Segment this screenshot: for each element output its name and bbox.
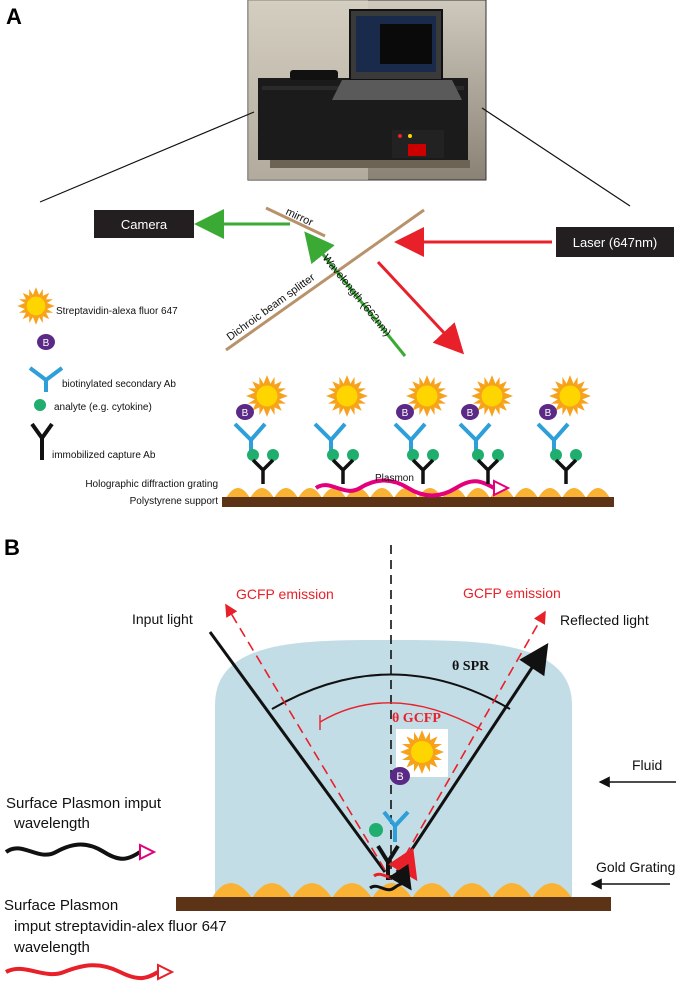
legend-analyte: analyte (e.g. cytokine) bbox=[34, 399, 152, 413]
fluid-label: Fluid bbox=[632, 757, 662, 773]
laser-box bbox=[556, 227, 674, 257]
sandwich-unit bbox=[313, 374, 369, 484]
fluid-dome bbox=[215, 640, 572, 898]
biotin-letter: B bbox=[396, 771, 403, 783]
legend-streptavidin: Streptavidin-alexa fluor 647 bbox=[16, 286, 178, 326]
capture-ab-icon bbox=[30, 422, 54, 460]
theta-gcfp-label: θ GCFP bbox=[392, 711, 441, 726]
perspective-line-left bbox=[39, 111, 255, 203]
analyte-icon bbox=[369, 823, 383, 837]
input-light-ray bbox=[208, 631, 387, 873]
sun-icon bbox=[16, 286, 56, 326]
analyte-icon bbox=[34, 399, 46, 411]
panel-b-letter: B bbox=[4, 535, 20, 560]
gold-grating-label: Gold Grating bbox=[596, 859, 675, 875]
input-light-label: Input light bbox=[132, 611, 193, 627]
antibody-icon bbox=[28, 366, 64, 392]
grating-label: Holographic diffraction grating bbox=[85, 479, 218, 490]
biotin-icon bbox=[37, 334, 55, 350]
laser-label: Laser (647nm) bbox=[573, 235, 658, 250]
svg-text:B: B bbox=[242, 408, 249, 419]
biotin-icon bbox=[390, 767, 410, 785]
polystyrene-support bbox=[222, 497, 614, 507]
sp-input-arrowhead bbox=[139, 843, 157, 861]
sandwich-unit: B bbox=[393, 374, 449, 484]
gcfp-emission-left-label: GCFP emission bbox=[236, 586, 334, 602]
support-label: Polystyrene support bbox=[130, 496, 219, 507]
legend-streptavidin-label: Streptavidin-alexa fluor 647 bbox=[56, 306, 178, 317]
gcfp-emission-right-label: GCFP emission bbox=[463, 585, 561, 601]
perspective-line-right bbox=[481, 107, 631, 207]
theta-spr-label: θ SPR bbox=[452, 659, 490, 674]
instrument-photo bbox=[247, 0, 487, 181]
gcfp-ray-left bbox=[225, 603, 386, 871]
streptavidin-sun-icon bbox=[399, 729, 445, 775]
sp-input-wave bbox=[4, 842, 142, 861]
laser-beam-to-sample bbox=[376, 260, 465, 355]
sandwich-unit: B bbox=[458, 374, 514, 484]
biotin-letter: B bbox=[43, 338, 50, 349]
svg-text:B: B bbox=[545, 408, 552, 419]
gold-grating bbox=[212, 883, 572, 898]
plasmon-label: Plasmon bbox=[375, 473, 414, 484]
plasmon-wave bbox=[314, 478, 495, 498]
reflected-light-label: Reflected light bbox=[560, 612, 649, 628]
svg-text:B: B bbox=[467, 408, 474, 419]
legend-secondary-ab-label: biotinylated secondary Ab bbox=[62, 379, 176, 390]
sandwich-unit: B bbox=[233, 374, 289, 484]
grating-base bbox=[176, 897, 611, 911]
secondary-antibody-icon bbox=[382, 810, 410, 842]
splitter-label: Dichroic beam splitter bbox=[225, 271, 318, 343]
sp-strep-line2: imput streptavidin-alex fluor 647 bbox=[14, 918, 227, 935]
legend-capture-ab-label: immobilized capture Ab bbox=[52, 450, 156, 461]
legend-capture-ab: immobilized capture Ab bbox=[30, 422, 156, 461]
sp-strep-line1: Surface Plasmon bbox=[4, 897, 118, 914]
plasmon-arrowhead bbox=[493, 479, 511, 497]
dichroic-beam-splitter bbox=[225, 208, 425, 352]
sp-strep-wave bbox=[5, 963, 160, 980]
emission-beam-up bbox=[304, 231, 407, 357]
grating-bumps bbox=[226, 488, 610, 498]
sandwich-unit: B bbox=[536, 374, 592, 484]
svg-text:B: B bbox=[402, 408, 409, 419]
gcfp-angle-arc bbox=[319, 702, 483, 731]
sp-input-line2: wavelength bbox=[13, 815, 90, 832]
gcfp-ray-right bbox=[396, 610, 546, 871]
mirror bbox=[265, 206, 326, 238]
panel-a-letter: A bbox=[6, 4, 22, 29]
spr-angle-arc bbox=[271, 673, 511, 710]
camera-box bbox=[94, 210, 194, 238]
sp-strep-line3: wavelength bbox=[13, 939, 90, 956]
camera-label: Camera bbox=[121, 217, 168, 232]
legend-secondary-ab: B biotinylated secondary Ab bbox=[28, 334, 176, 392]
sensor-chip bbox=[222, 488, 614, 507]
reflected-light-ray bbox=[395, 642, 549, 873]
sp-strep-arrowhead bbox=[157, 963, 175, 981]
legend-analyte-label: analyte (e.g. cytokine) bbox=[54, 402, 152, 413]
center-plasmon-black bbox=[369, 863, 412, 892]
sp-input-line1: Surface Plasmon imput bbox=[6, 795, 162, 812]
